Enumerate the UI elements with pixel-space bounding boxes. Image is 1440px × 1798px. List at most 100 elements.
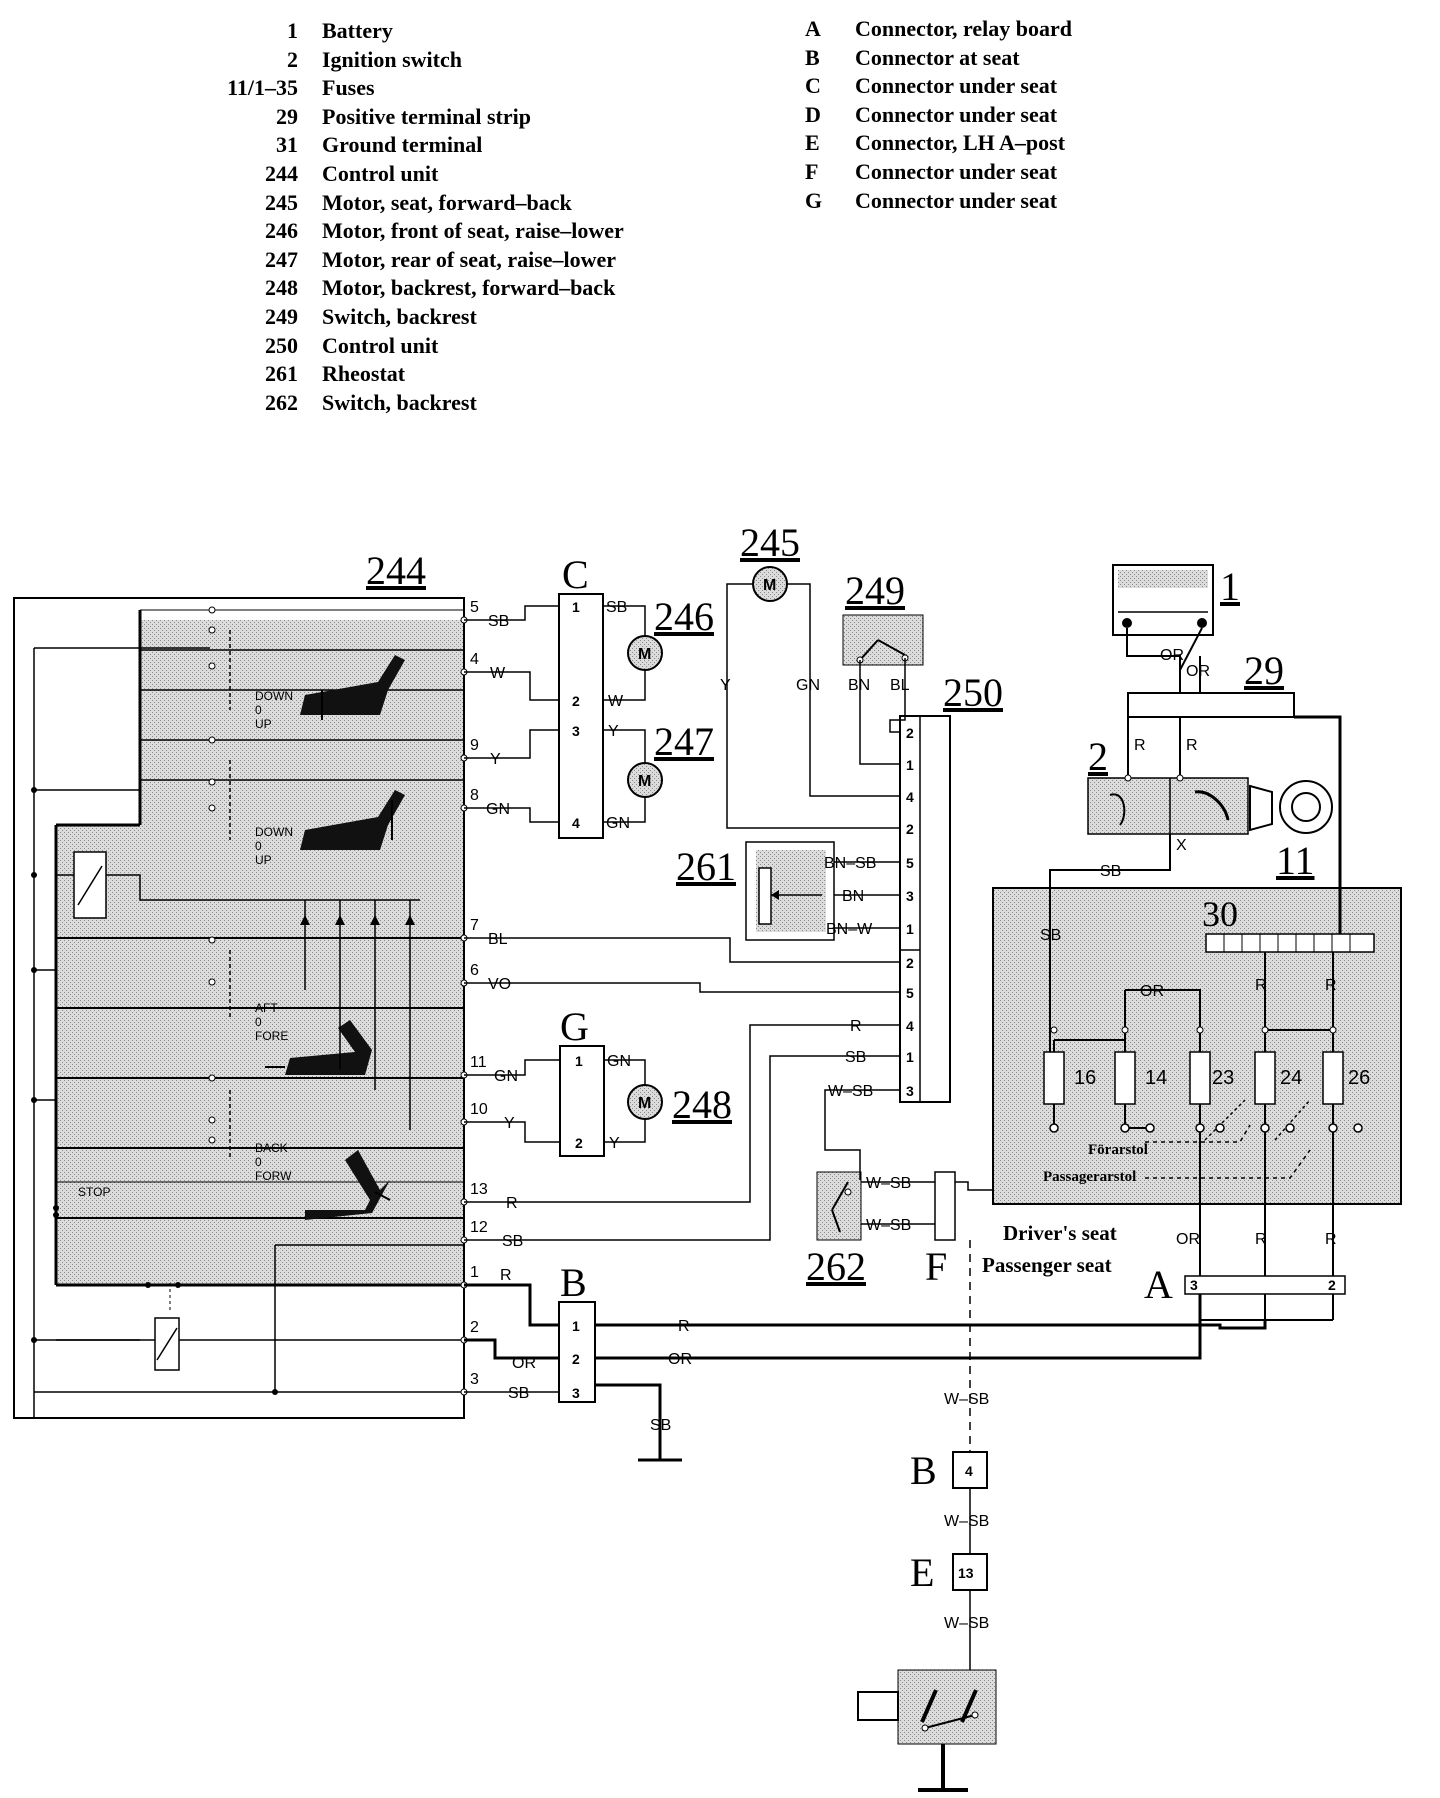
component-legend-desc: Control unit (322, 332, 439, 358)
ignition-switch-2 (1087, 777, 1333, 835)
label-262: 262 (806, 1244, 866, 1289)
label-248: 248 (672, 1082, 732, 1127)
switch-262 (816, 1171, 862, 1241)
zero-label-1: 0 (255, 703, 262, 717)
wire-bnsb: BN–SB (824, 855, 876, 872)
door-switch (857, 1669, 997, 1745)
zero-label-2: 0 (255, 839, 262, 853)
u250-pin-3a: 3 (906, 888, 914, 904)
stop-label: STOP (78, 1185, 110, 1199)
wire-y-245: Y (720, 677, 731, 694)
connector-legend-desc: Connector, LH A–post (855, 130, 1066, 156)
wire-sb-16: SB (1040, 927, 1061, 944)
label-29: 29 (1244, 648, 1284, 693)
c-pin-2: 2 (572, 693, 580, 709)
c-pin-4: 4 (572, 815, 580, 831)
motor-246-m: M (638, 646, 651, 663)
label-246: 246 (654, 594, 714, 639)
component-legend-row: 262 Switch, backrest (180, 390, 624, 419)
component-legend-desc: Control unit (322, 160, 439, 186)
label-x: X (1176, 837, 1187, 854)
wire-sb-5: SB (488, 613, 509, 630)
wire-r-250: R (850, 1018, 862, 1035)
connector-c (558, 593, 604, 839)
wire-y-10: Y (504, 1115, 515, 1132)
wire-y-c3: Y (608, 723, 619, 740)
connector-g (559, 1045, 605, 1157)
wire-or-14: OR (1140, 983, 1164, 1000)
connector-legend-desc: Connector, relay board (855, 16, 1072, 41)
wire-r-ign2: R (1186, 737, 1198, 754)
u250-pin-1b: 1 (906, 921, 914, 937)
component-legend-code: 247 (265, 246, 298, 272)
wire-bl-7: BL (488, 931, 508, 948)
fuse-23-label: 23 (1212, 1067, 1234, 1089)
wire-or-batt1: OR (1160, 647, 1184, 664)
pin-12: 12 (470, 1219, 488, 1236)
b-pin-2: 2 (572, 1351, 580, 1367)
switch-249 (842, 614, 924, 666)
u250-pin-5b: 5 (906, 985, 914, 1001)
pin-11: 11 (470, 1054, 487, 1071)
connector-legend-desc: Connector under seat (855, 101, 1058, 127)
b-pin-4: 4 (965, 1463, 973, 1479)
connector-legend-desc: Connector under seat (855, 73, 1058, 99)
component-legend-desc: Switch, backrest (322, 389, 477, 415)
motor-248-m: M (638, 1095, 651, 1112)
label-f: F (925, 1244, 947, 1289)
component-legend-desc: Motor, front of seat, raise–lower (322, 218, 624, 244)
component-legend-code: 249 (265, 303, 298, 329)
passenger-seat: Passenger seat (982, 1253, 1112, 1277)
connector-legend-desc: Connector under seat (855, 187, 1058, 213)
component-legend-desc: Motor, backrest, forward–back (322, 275, 616, 301)
wire-wsb-down3: W–SB (944, 1615, 989, 1632)
e-pin-13: 13 (958, 1565, 974, 1581)
wire-r-a1: R (1255, 1231, 1267, 1248)
motor-247-m: M (638, 773, 651, 790)
zero-label-4: 0 (255, 1155, 262, 1169)
pin-5: 5 (470, 599, 479, 616)
connector-legend-code: G (805, 187, 823, 213)
component-legend-code: 2 (287, 46, 298, 72)
connector-legend-row: A Connector, relay board (805, 16, 1072, 45)
g-pin-2: 2 (575, 1135, 583, 1151)
pin-2: 2 (470, 1319, 479, 1336)
wire-sb-ground: SB (650, 1417, 671, 1434)
connector-f (934, 1171, 956, 1241)
passagerarstol: Passagerarstol (1043, 1169, 1136, 1185)
label-1: 1 (1220, 564, 1240, 609)
control-unit-244 (13, 597, 465, 1419)
c-pin-3: 3 (572, 723, 580, 739)
forw-label: FORW (255, 1169, 292, 1183)
label-b: B (560, 1260, 587, 1305)
drivers-seat: Driver's seat (1003, 1221, 1117, 1245)
component-legend-code: 262 (265, 389, 298, 415)
wire-gn-11: GN (494, 1068, 518, 1085)
wire-wsb-262b: W–SB (866, 1217, 911, 1234)
fuse-14 (1114, 1051, 1136, 1105)
fuse-16-label: 16 (1074, 1067, 1096, 1089)
label-249: 249 (845, 568, 905, 613)
forarstol: Förarstol (1088, 1142, 1148, 1158)
label-e: E (910, 1550, 934, 1595)
connector-legend-code: A (805, 16, 821, 41)
wire-sb-c1: SB (606, 599, 627, 616)
fore-label: FORE (255, 1029, 288, 1043)
connector-legend-code: F (805, 158, 819, 184)
component-legend-code: 31 (276, 132, 298, 158)
wire-sb-ign: SB (1100, 863, 1121, 880)
motor-symbols (627, 566, 788, 1120)
pin-8: 8 (470, 787, 479, 804)
u250-pin-2a: 2 (906, 725, 914, 741)
positive-terminal-strip-29 (1127, 692, 1295, 718)
fuse-16 (1043, 1051, 1065, 1105)
label-30: 30 (1202, 894, 1238, 934)
